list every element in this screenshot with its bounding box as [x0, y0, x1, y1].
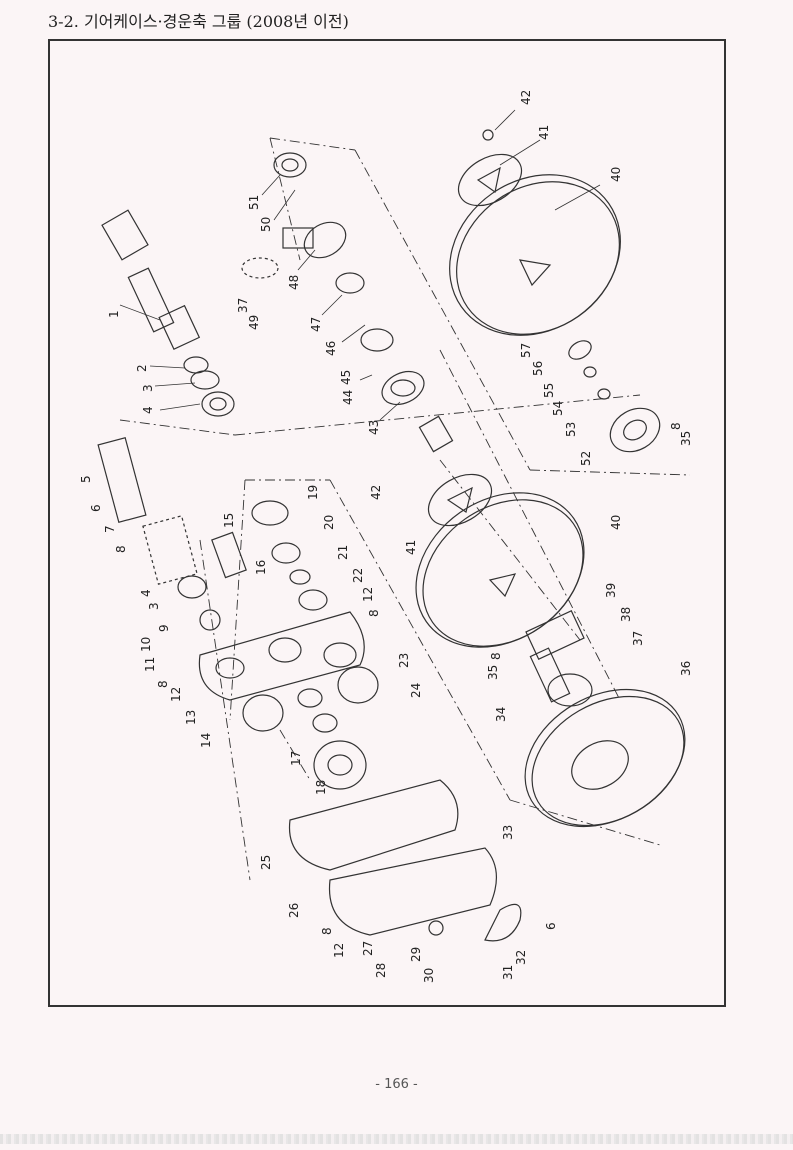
lower-disc-assembly	[415, 473, 686, 828]
part-number: 4	[141, 406, 155, 414]
upper-disc-assembly	[449, 129, 661, 453]
part-number: 46	[324, 341, 338, 356]
part-number: 2	[135, 364, 149, 372]
part-number: 22	[351, 568, 365, 583]
part-number: 37	[631, 631, 645, 646]
part-number: 32	[514, 950, 528, 965]
page-title: 3-2. 기어케이스·경운축 그룹 (2008년 이전)	[48, 12, 349, 31]
part-number: 14	[199, 733, 213, 748]
part-number: 23	[397, 653, 411, 668]
part-number: 35	[679, 431, 693, 446]
part-number: 43	[367, 420, 381, 435]
part-number: 40	[609, 167, 623, 182]
part-number: 47	[309, 317, 323, 332]
part-number: 29	[409, 947, 423, 962]
part-number: 42	[369, 485, 383, 500]
part-number: 24	[409, 683, 423, 698]
drive-shaft	[97, 209, 235, 599]
gear-case	[198, 500, 522, 942]
diagram-frame	[48, 39, 726, 1007]
part-number: 52	[579, 451, 593, 466]
part-number: 28	[374, 963, 388, 978]
part-number: 33	[501, 825, 515, 840]
part-number: 21	[336, 545, 350, 560]
part-number: 55	[542, 383, 556, 398]
part-number: 57	[519, 343, 533, 358]
part-number: 56	[531, 361, 545, 376]
part-number: 20	[322, 515, 336, 530]
alignment-lines	[119, 137, 691, 881]
page-number: - 166 -	[375, 1077, 418, 1092]
part-number: 13	[184, 710, 198, 725]
part-number: 48	[287, 275, 301, 290]
part-number: 8	[489, 652, 503, 660]
part-number: 10	[139, 637, 153, 652]
part-number: 36	[679, 661, 693, 676]
part-number: 1	[107, 310, 121, 318]
part-number: 27	[361, 941, 375, 956]
part-number: 6	[544, 922, 558, 930]
part-number: 3	[141, 384, 155, 392]
part-number: 31	[501, 965, 515, 980]
scan-edge	[0, 1134, 793, 1144]
part-number: 12	[169, 687, 183, 702]
part-number: 37	[236, 298, 250, 313]
part-number: 35	[486, 665, 500, 680]
part-number: 53	[564, 422, 578, 437]
part-number: 12	[332, 943, 346, 958]
part-number: 5	[79, 475, 93, 483]
part-number: 8	[156, 680, 170, 688]
part-number: 18	[314, 780, 328, 795]
part-number: 8	[320, 927, 334, 935]
part-number: 12	[361, 587, 375, 602]
part-number: 41	[404, 540, 418, 555]
part-number: 7	[103, 525, 117, 533]
part-number: 4	[139, 589, 153, 597]
part-number: 17	[289, 751, 303, 766]
part-numbers: 42 41 40 51 50 48 37 49 47 46 45 44 43 5…	[79, 90, 693, 983]
part-number: 45	[339, 370, 353, 385]
part-number: 8	[114, 545, 128, 553]
part-number: 15	[222, 513, 236, 528]
part-number: 8	[669, 422, 683, 430]
part-number: 26	[287, 903, 301, 918]
part-number: 3	[147, 602, 161, 610]
part-number: 42	[519, 90, 533, 105]
part-number: 51	[247, 195, 261, 210]
part-number: 11	[143, 657, 157, 672]
part-number: 9	[157, 624, 171, 632]
part-number: 34	[494, 707, 508, 722]
part-number: 50	[259, 217, 273, 232]
part-number: 39	[604, 583, 618, 598]
part-number: 54	[551, 401, 565, 416]
part-number: 38	[619, 607, 633, 622]
part-number: 19	[306, 485, 320, 500]
upper-shaft-assembly	[241, 152, 454, 453]
part-number: 41	[537, 125, 551, 140]
part-number: 16	[254, 560, 268, 575]
part-number: 49	[247, 315, 261, 330]
part-number: 44	[341, 390, 355, 405]
leader-lines	[119, 109, 601, 421]
part-number: 25	[259, 855, 273, 870]
part-number: 40	[609, 515, 623, 530]
part-number: 30	[422, 968, 436, 983]
part-number: 6	[89, 504, 103, 512]
part-number: 8	[367, 609, 381, 617]
